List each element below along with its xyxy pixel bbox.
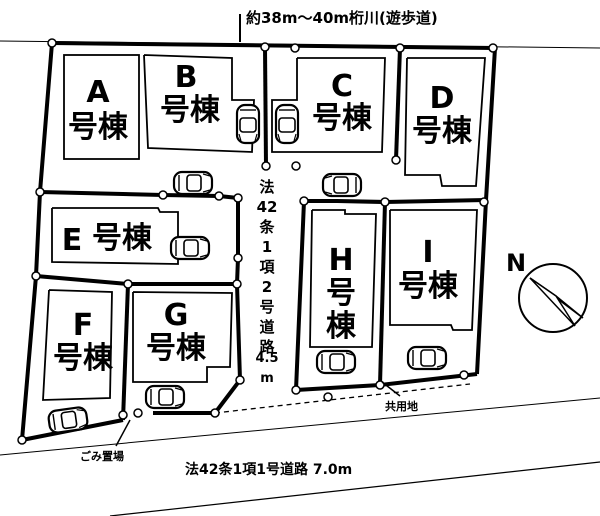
boundary-marker xyxy=(118,410,128,420)
boundary-marker xyxy=(395,43,405,53)
boundary-marker xyxy=(47,38,57,48)
boundary-marker xyxy=(35,187,45,197)
car-icon xyxy=(274,103,300,145)
lot-c-letter: C xyxy=(331,69,353,104)
lot-b-letter: B xyxy=(175,60,198,95)
side-road-char: 42 xyxy=(257,198,278,216)
boundary-marker xyxy=(391,155,401,165)
car-icon xyxy=(321,172,363,198)
top-road-label: 約38m～40m桁川(遊歩道) xyxy=(246,9,438,27)
car-icon xyxy=(144,384,186,410)
side-road-char: 1 xyxy=(262,238,272,256)
boundary-marker xyxy=(375,380,385,390)
car-icon xyxy=(169,235,211,261)
building-a xyxy=(63,54,140,160)
lot-e-letter: E xyxy=(62,223,83,258)
building-f xyxy=(42,289,113,401)
boundary-marker xyxy=(210,408,220,418)
lot-labels: A 号棟 B 号棟 C 号棟 D 号棟 E 号棟 F 号棟 G 号棟 H 号 棟… xyxy=(53,60,473,376)
car-icon xyxy=(235,103,261,145)
boundary-marker xyxy=(133,408,143,418)
side-road-char: 条 xyxy=(258,218,275,236)
boundary-marker xyxy=(291,161,301,171)
boundary-marker xyxy=(233,253,243,263)
garbage-label: ごみ置場 xyxy=(80,449,124,463)
boundary-marker xyxy=(323,392,333,402)
side-road-width: 4.5 xyxy=(255,351,278,366)
lot-d-letter: D xyxy=(430,81,455,116)
boundary-marker xyxy=(380,197,390,207)
boundary-marker xyxy=(235,375,245,385)
car-icon xyxy=(406,345,448,371)
side-road-char: 2 xyxy=(262,278,272,296)
bottom-road-upper-edge xyxy=(0,397,600,456)
lot-i-word: 号棟 xyxy=(398,269,459,304)
building-c xyxy=(271,57,386,153)
lot-g-word: 号棟 xyxy=(146,331,207,366)
boundary-marker xyxy=(214,191,224,201)
boundary-marker xyxy=(459,370,469,380)
lot-e-word: 号棟 xyxy=(92,221,153,256)
lot-boundaries xyxy=(20,41,497,442)
boundary-markers xyxy=(17,38,498,445)
boundary-marker xyxy=(290,43,300,53)
garbage-leader-line xyxy=(115,419,131,447)
side-road-char: 法 xyxy=(259,178,274,196)
car-icon xyxy=(46,405,90,435)
side-road-char: 項 xyxy=(259,258,275,276)
boundary-marker xyxy=(299,196,309,206)
buildings xyxy=(42,54,486,401)
boundary-marker xyxy=(158,190,168,200)
bottom-road-lower-edge xyxy=(109,461,600,516)
shared-land: 共用地 xyxy=(381,381,418,413)
boundary-marker xyxy=(233,193,243,203)
north-label: N xyxy=(506,249,526,277)
compass-needle-tail xyxy=(529,277,576,327)
building-h xyxy=(309,209,377,348)
garbage-area: ごみ置場 xyxy=(80,419,131,463)
side-road-char: 号 xyxy=(259,298,274,316)
boundary-marker xyxy=(17,435,27,445)
side-road-char: 路 xyxy=(259,338,275,356)
lot-h-char2: 棟 xyxy=(326,309,357,344)
lot-b-word: 号棟 xyxy=(160,93,221,128)
building-b xyxy=(143,54,255,153)
side-road-label: 法 42 条 1 項 2 号 道 路 4.5 m xyxy=(255,178,278,386)
lot-a-word: 号棟 xyxy=(68,110,129,145)
lot-c-word: 号棟 xyxy=(312,101,373,136)
boundary-marker xyxy=(479,197,489,207)
lot-f-letter: F xyxy=(73,308,94,343)
building-d xyxy=(404,57,486,187)
boundary-marker xyxy=(488,43,498,53)
lot-a-letter: A xyxy=(86,75,110,110)
bottom-road-label: 法42条1項1号道路 7.0m xyxy=(185,461,352,478)
boundary-marker xyxy=(123,279,133,289)
boundary-marker xyxy=(261,161,271,171)
side-road-unit: m xyxy=(260,371,274,386)
boundary-marker xyxy=(232,279,242,289)
lot-f-word: 号棟 xyxy=(53,341,114,376)
shared-leader-line xyxy=(381,381,401,397)
lot-d-word: 号棟 xyxy=(412,114,473,149)
car-icon xyxy=(315,349,357,375)
lot-h-letter: H xyxy=(328,243,353,278)
building-i xyxy=(389,209,478,331)
boundary-marker xyxy=(31,271,41,281)
lot-h-char1: 号 xyxy=(326,276,356,311)
side-road-char: 道 xyxy=(259,318,274,336)
north-compass: N xyxy=(506,249,588,333)
site-frontage-dashed xyxy=(214,383,471,414)
lot-i-letter: I xyxy=(422,235,433,270)
boundary-marker xyxy=(260,42,270,52)
car-icon xyxy=(172,170,214,196)
building-g xyxy=(132,291,233,383)
lot-g-letter: G xyxy=(164,298,189,333)
building-e xyxy=(51,207,179,265)
shared-label: 共用地 xyxy=(385,399,418,413)
boundary-marker xyxy=(291,385,301,395)
